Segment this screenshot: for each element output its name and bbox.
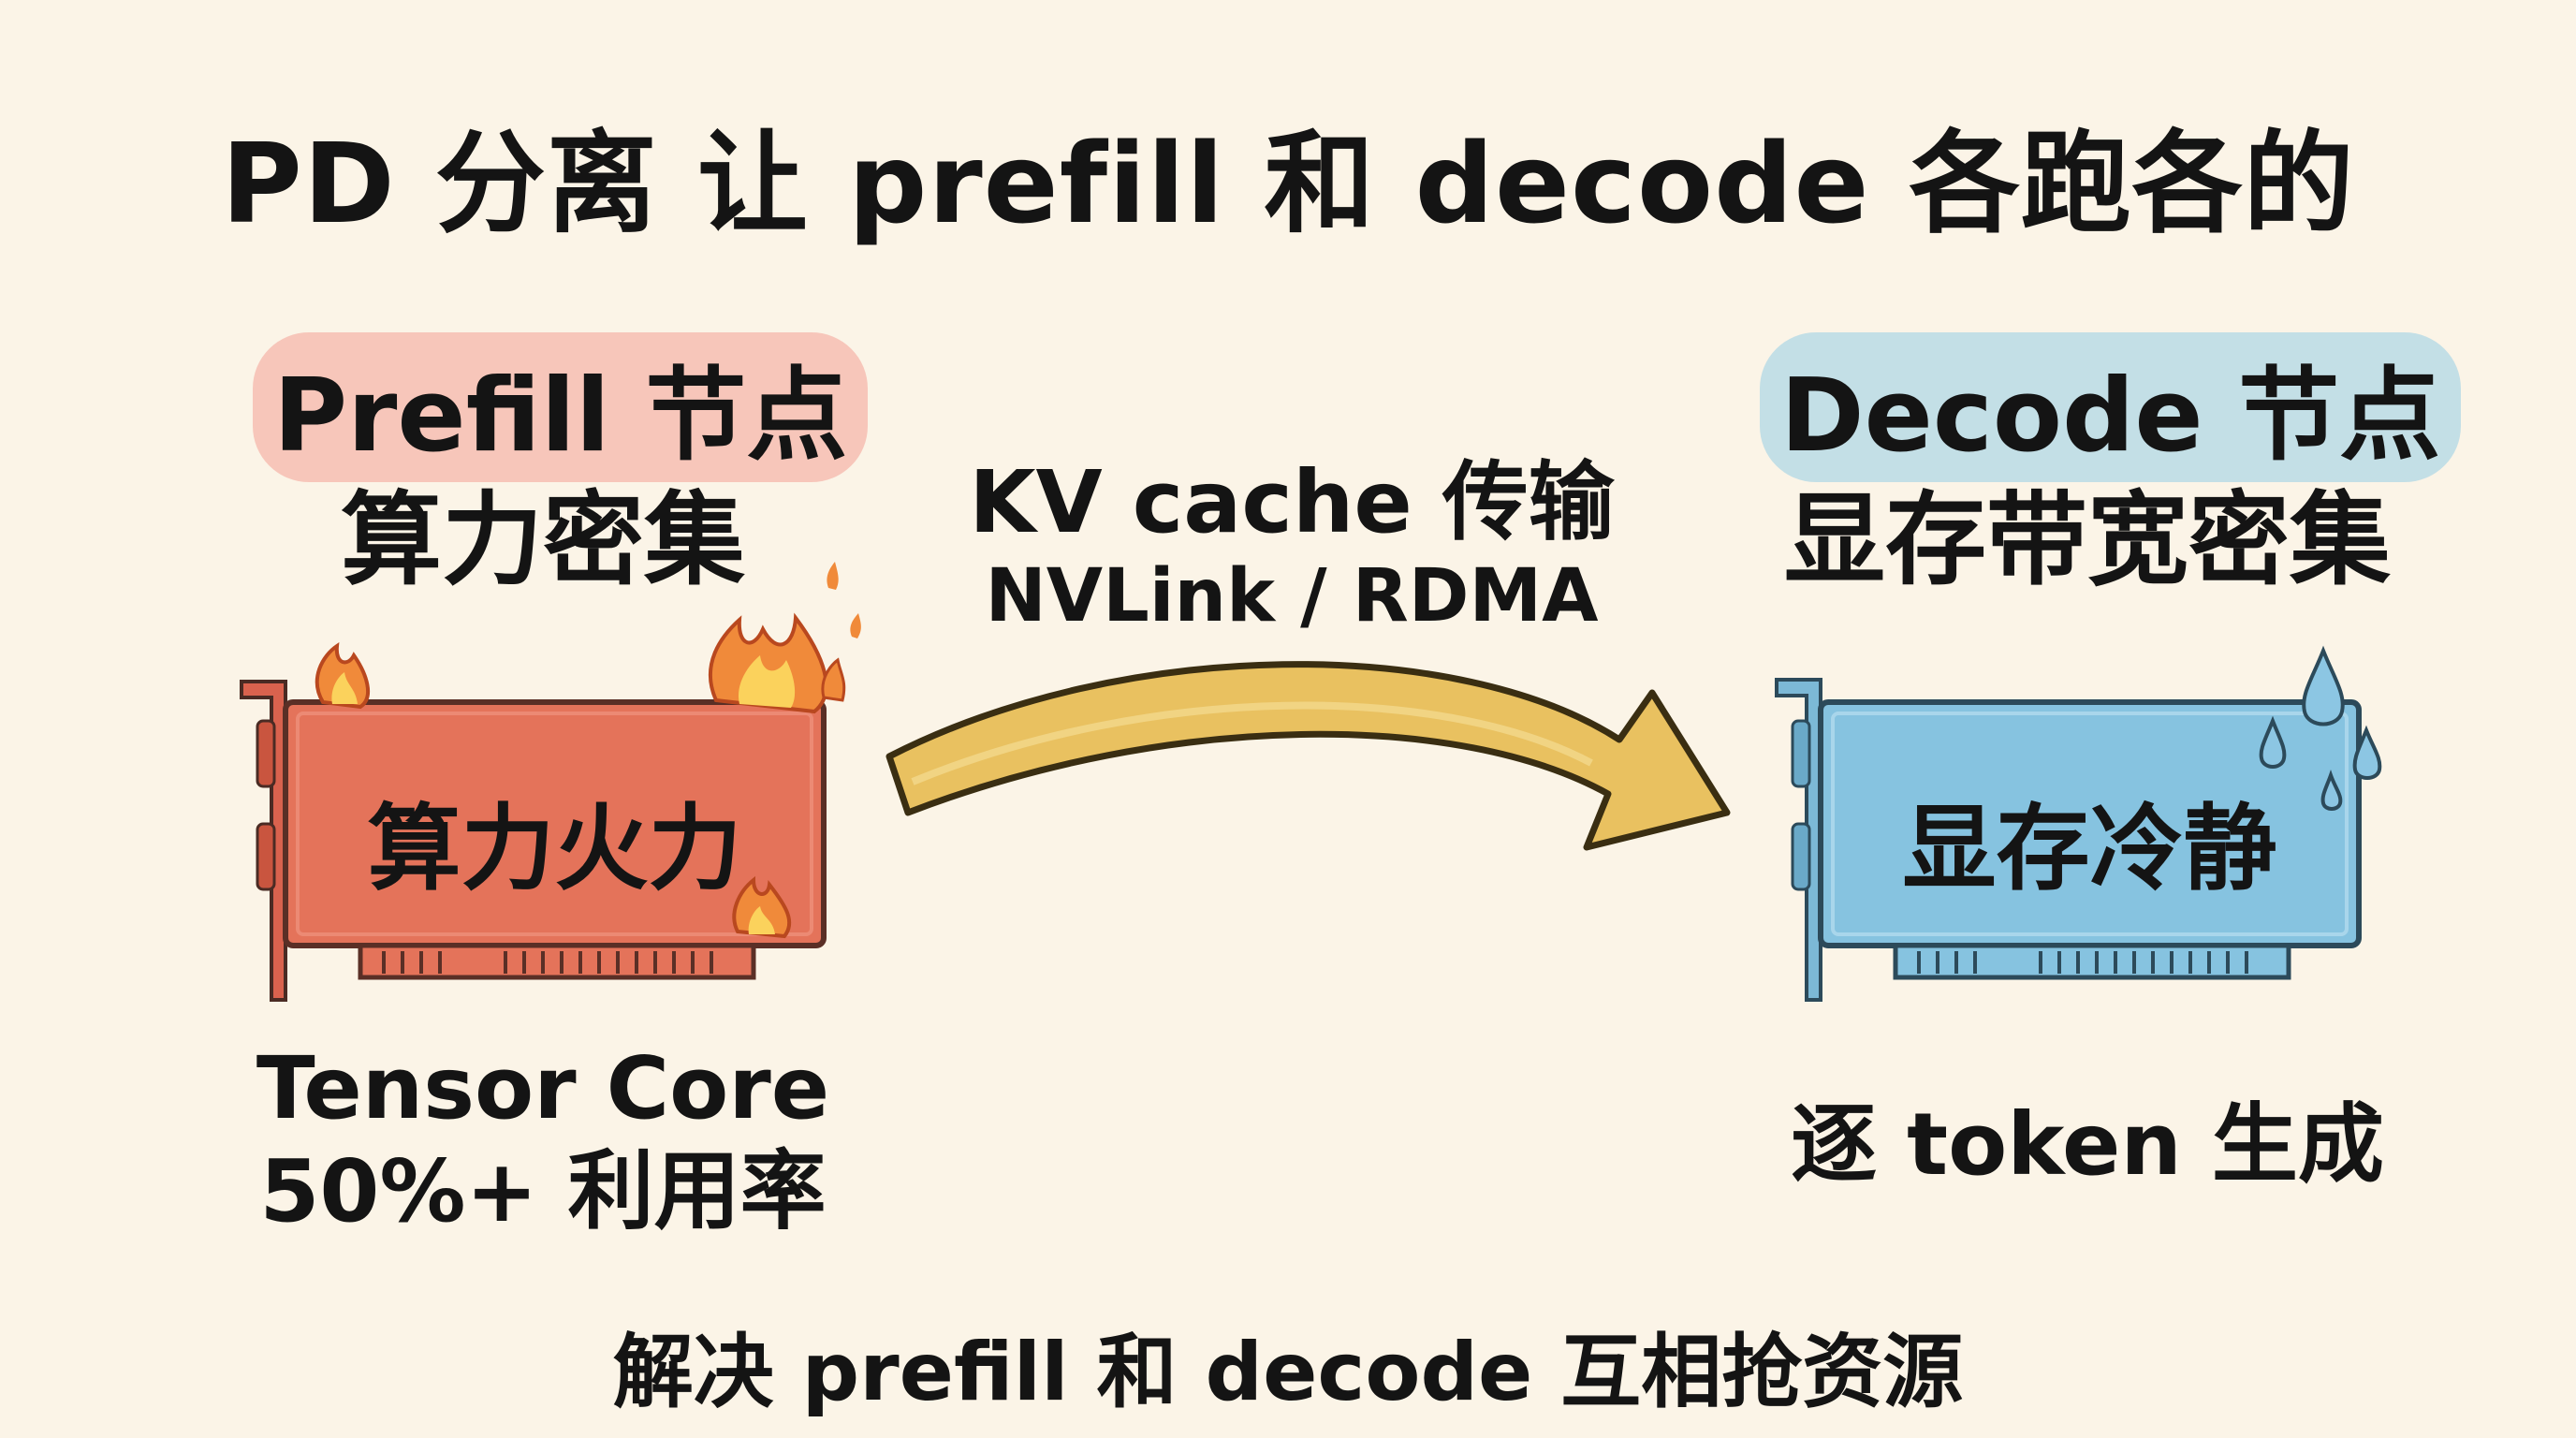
transfer-label: KV cache 传输 (969, 452, 1615, 552)
prefill-gpu-card (240, 680, 827, 1002)
spark-icon (827, 562, 861, 638)
decode-node-heading: Decode 节点 (1760, 332, 2462, 482)
prefill-caption: Tensor Core 50%+ 利用率 (225, 1037, 861, 1243)
prefill-caption-line1: Tensor Core (256, 1038, 830, 1138)
decode-gpu-card (1775, 678, 2362, 1002)
prefill-caption-line2: 50%+ 利用率 (259, 1141, 827, 1241)
transfer-via-label: NVLink / RDMA (985, 554, 1599, 638)
prefill-subtitle: 算力密集 (340, 482, 745, 599)
decode-caption: 逐 token 生成 (1791, 1094, 2384, 1195)
decode-card-label: 显存冷静 (1902, 794, 2277, 903)
decode-subtitle: 显存带宽密集 (1783, 482, 2391, 599)
droplet-icon (2259, 645, 2382, 811)
footer-note: 解决 prefill 和 decode 互相抢资源 (612, 1326, 1964, 1419)
prefill-card-label: 算力火力 (367, 794, 742, 903)
page-title: PD 分离 让 prefill 和 decode 各跑各的 (221, 119, 2355, 248)
flame-icon (315, 612, 846, 714)
prefill-node-heading: Prefill 节点 (253, 332, 869, 482)
decode-node-heading-text: Decode 节点 (1760, 332, 2462, 482)
kv-transfer-arrow (886, 661, 1731, 851)
flame-icon (732, 875, 792, 939)
prefill-node-heading-text: Prefill 节点 (253, 332, 869, 482)
